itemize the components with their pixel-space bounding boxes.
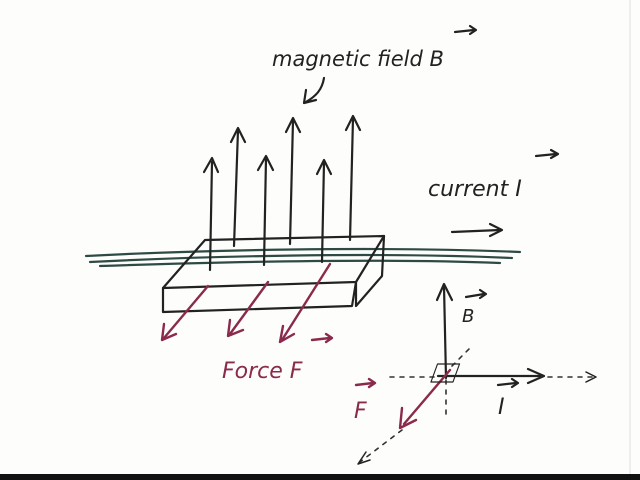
- bottom-bar: [0, 474, 640, 480]
- force-arrows: [160, 262, 332, 344]
- axis-f-label: F: [354, 399, 367, 424]
- field-label-pointer-head: [302, 88, 318, 105]
- vector-overbars: [310, 24, 560, 389]
- field-label-pointer: [304, 76, 326, 104]
- board-edge: [629, 0, 631, 474]
- wire: [84, 247, 522, 268]
- current-arrow: [450, 222, 504, 238]
- field-label: magnetic field B: [272, 47, 444, 71]
- field-arrows: [202, 114, 362, 272]
- force-label: Force F: [222, 359, 303, 384]
- current-label: current I: [428, 177, 522, 202]
- axis-i-label: I: [498, 395, 505, 420]
- conductor-slab: [161, 234, 386, 314]
- axis-diagram: [357, 282, 597, 465]
- axis-b-label: B: [462, 306, 474, 327]
